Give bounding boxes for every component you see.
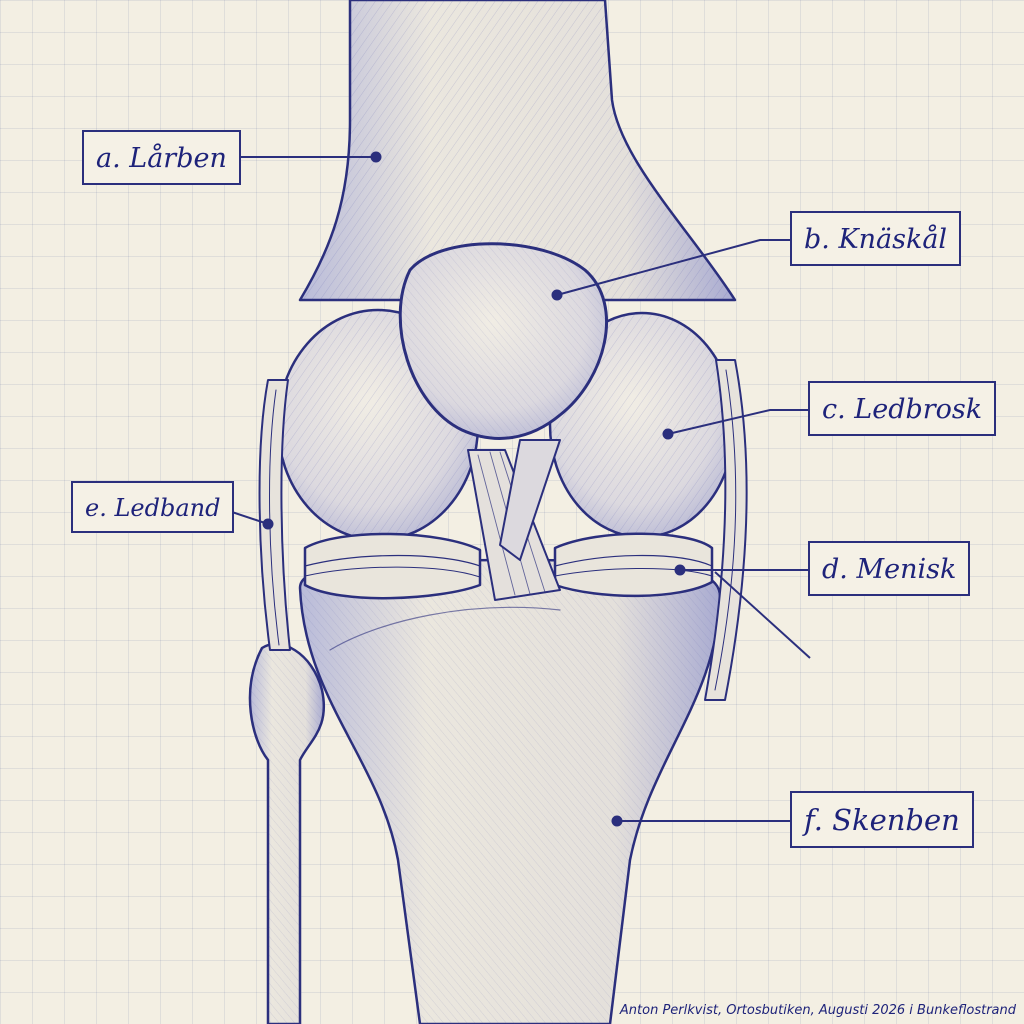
lateral-meniscus bbox=[553, 532, 714, 598]
label-tibia: f. Skenben bbox=[790, 791, 974, 848]
leader-meniscus-dot bbox=[674, 564, 686, 576]
leader-patella bbox=[556, 239, 790, 296]
leader-cartilage bbox=[667, 409, 808, 435]
collateral-ligament-lateral bbox=[704, 359, 748, 701]
label-femur: a. Lårben bbox=[82, 130, 241, 185]
leader-femur-dot bbox=[370, 151, 382, 163]
author-credit: Anton Perlkvist, Ortosbutiken, Augusti 2… bbox=[619, 1003, 1016, 1018]
collateral-ligament-medial bbox=[258, 379, 291, 651]
medial-meniscus bbox=[303, 532, 482, 600]
leader-patella-dot bbox=[551, 289, 563, 301]
label-cartilage: c. Ledbrosk bbox=[808, 381, 997, 436]
leader-ligament-dot bbox=[262, 518, 274, 530]
leader-meniscus-extra bbox=[714, 571, 811, 659]
label-ligament: e. Ledband bbox=[71, 481, 235, 533]
leader-cartilage-dot bbox=[662, 428, 674, 440]
leader-tibia-dot bbox=[611, 815, 623, 827]
cruciate-ligament-b bbox=[499, 439, 561, 561]
label-patella: b. Knäskål bbox=[790, 211, 962, 266]
label-meniscus: d. Menisk bbox=[808, 541, 971, 596]
